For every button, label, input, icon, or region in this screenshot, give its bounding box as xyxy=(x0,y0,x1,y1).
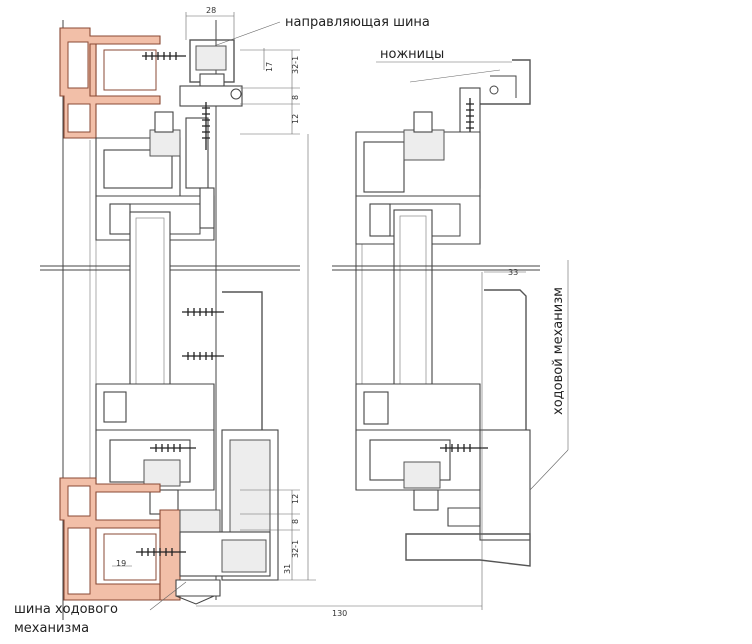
dim-8-top: 8 xyxy=(291,95,300,100)
leader-guide-rail xyxy=(213,21,281,47)
bottom-rail xyxy=(136,509,271,605)
label-rail-line1: шина ходового xyxy=(14,602,118,617)
dim-12-top: 12 xyxy=(291,114,300,124)
dim-32-1-top: 32-1 xyxy=(291,56,300,74)
copper-frame-top xyxy=(59,27,161,139)
label-scissors: ножницы xyxy=(380,47,444,62)
dim-19: 19 xyxy=(116,559,126,568)
right-bottom-rail xyxy=(405,533,531,567)
dim-130: 130 xyxy=(332,609,347,618)
right-section xyxy=(332,59,540,567)
right-housing xyxy=(479,289,531,541)
dim-28: 28 xyxy=(206,6,216,15)
dim-17: 17 xyxy=(265,62,274,72)
leader-rail xyxy=(149,581,187,611)
sash-top xyxy=(95,111,215,241)
dimensions xyxy=(112,12,569,610)
dim-31: 31 xyxy=(283,564,292,574)
dim-12-bottom: 12 xyxy=(291,494,300,504)
dim-32-1-bottom: 32-1 xyxy=(291,540,300,558)
dim-33: 33 xyxy=(508,268,518,277)
sash-bottom xyxy=(95,383,215,515)
glass-left xyxy=(129,211,171,413)
dim-8-bottom: 8 xyxy=(291,519,300,524)
left-section xyxy=(40,20,300,620)
top-guide-rail xyxy=(142,39,243,150)
label-running-mechanism: ходовой механизм xyxy=(551,287,566,415)
right-sash-bottom xyxy=(355,383,488,527)
label-guide-rail: направляющая шина xyxy=(285,15,430,30)
label-rail-line2: механизма xyxy=(14,621,89,636)
copper-frame-bottom xyxy=(59,477,181,601)
